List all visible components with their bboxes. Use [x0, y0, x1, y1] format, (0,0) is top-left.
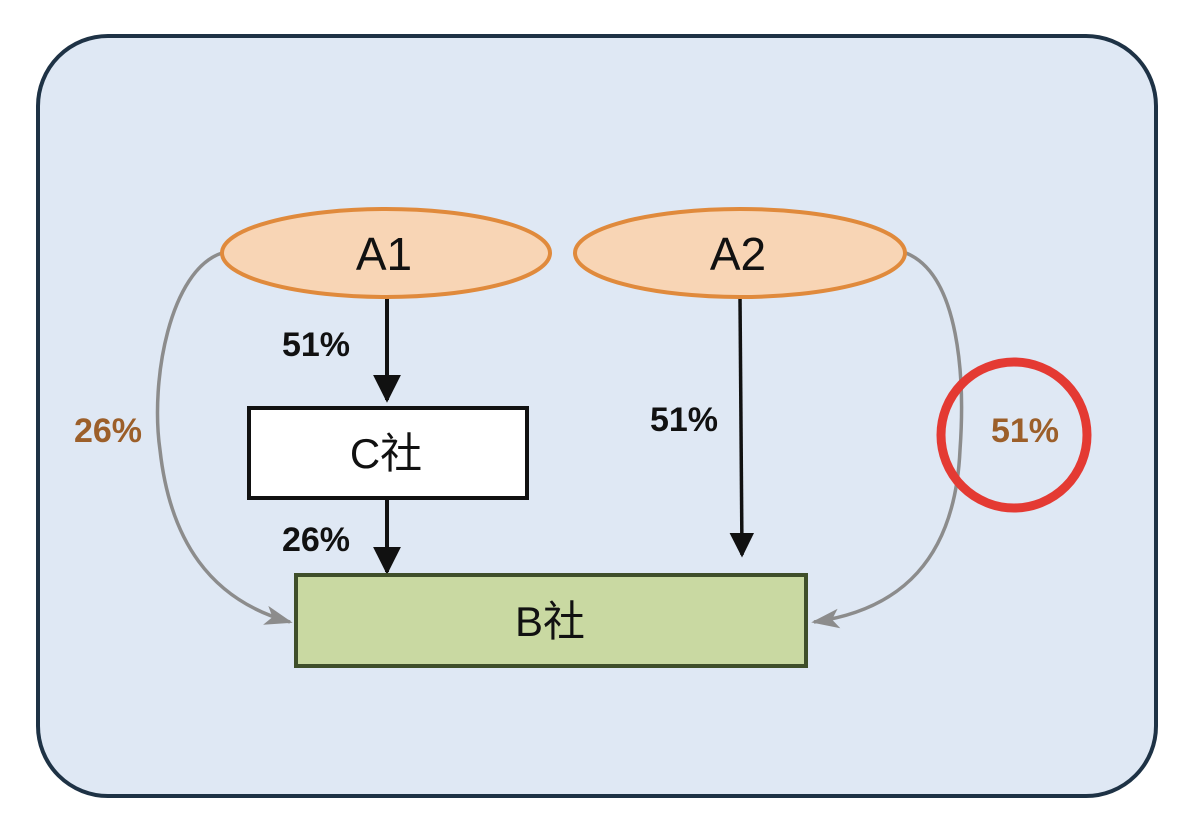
node-a2-shape — [573, 207, 907, 299]
node-c: C社 — [247, 406, 529, 500]
node-a1: A1 — [220, 207, 552, 299]
node-a2-label: A2 — [710, 228, 766, 280]
highlight-circle — [936, 357, 1092, 513]
node-c-label: C社 — [350, 430, 422, 477]
edge-a2-to-b — [729, 296, 755, 558]
node-a2: A2 — [573, 207, 907, 299]
node-a1-shape — [220, 207, 552, 299]
edge-a2-to-b-curve — [811, 251, 964, 629]
label-a1-to-b: 26% — [74, 412, 142, 450]
label-a2-to-b-indirect: 51% — [991, 412, 1059, 450]
label-a1-to-c: 51% — [282, 326, 350, 364]
node-c-shape — [247, 406, 529, 500]
node-b: B社 — [294, 573, 808, 668]
node-b-label: B社 — [515, 598, 585, 645]
node-b-shape — [294, 573, 808, 668]
label-c-to-b: 26% — [282, 521, 350, 559]
diagram-frame — [36, 34, 1158, 798]
edge-a1-to-b-curve — [155, 251, 293, 625]
label-a2-to-b: 51% — [650, 401, 718, 439]
node-a1-label: A1 — [356, 228, 412, 280]
